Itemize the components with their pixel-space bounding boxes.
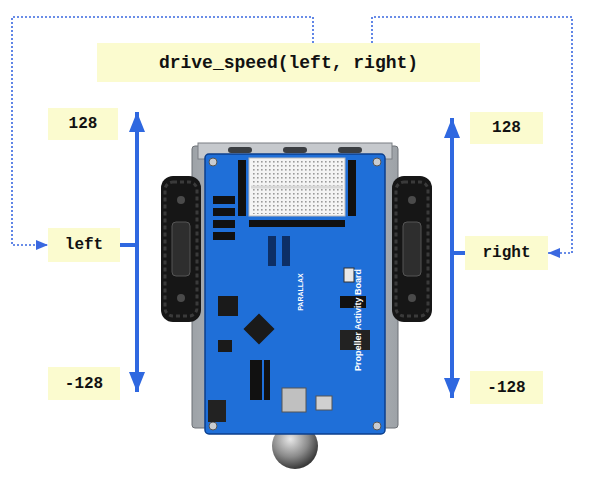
speed-range-arrow xyxy=(120,245,137,392)
wheel-hub xyxy=(172,222,190,276)
usb-port xyxy=(316,396,332,410)
standoff xyxy=(209,422,217,430)
xbee-socket xyxy=(250,360,262,400)
standoff xyxy=(373,158,381,166)
xbee-socket xyxy=(264,360,270,400)
chassis-slot xyxy=(228,147,252,153)
breadboard xyxy=(249,158,345,216)
wheel-hub xyxy=(403,222,421,276)
speed-range-arrow xyxy=(452,118,465,253)
box-text: 128 xyxy=(69,115,98,133)
chassis-slot xyxy=(338,147,362,153)
servo-pins xyxy=(213,196,235,204)
breadboard-holes xyxy=(251,160,343,214)
box-text: 128 xyxy=(492,119,521,137)
wheel-tire xyxy=(161,176,201,322)
header-socket xyxy=(238,160,246,216)
left-wheel xyxy=(161,176,201,322)
box-text: -128 xyxy=(487,379,525,397)
wheel-hole xyxy=(177,294,185,302)
chip xyxy=(218,296,238,316)
box-text: right xyxy=(482,244,530,262)
propeller-chip xyxy=(243,313,274,344)
value-box: right xyxy=(465,236,548,270)
function-box: drive_speed(left, right) xyxy=(97,43,480,82)
box-text: -128 xyxy=(65,375,103,393)
value-box: 128 xyxy=(48,108,118,140)
servo-pins xyxy=(213,232,235,240)
sd-slot xyxy=(282,388,306,412)
standoff xyxy=(373,422,381,430)
header-socket xyxy=(348,160,356,216)
power-jack xyxy=(208,400,226,422)
value-box: 128 xyxy=(470,112,543,144)
wheel-hole xyxy=(408,196,416,204)
reset-button xyxy=(344,268,354,282)
wheel-hole xyxy=(408,294,416,302)
servo-headers xyxy=(213,196,235,240)
chip xyxy=(218,340,232,352)
servo-pins xyxy=(213,208,235,216)
wheel-teeth xyxy=(396,182,428,316)
board-name: Propeller Activity Board xyxy=(353,269,363,371)
header-pins xyxy=(268,236,276,266)
wheel-tire xyxy=(392,176,432,322)
header-pins xyxy=(282,236,290,266)
chassis-slot xyxy=(283,147,307,153)
brand-mark: PARALLAX xyxy=(297,273,304,311)
servo-pins xyxy=(213,220,235,228)
box-text: drive_speed(left, right) xyxy=(159,53,418,73)
right-wheel xyxy=(392,176,432,322)
value-box: -128 xyxy=(470,371,543,404)
speed-range-arrow xyxy=(452,253,465,398)
value-box: -128 xyxy=(48,367,120,400)
standoff xyxy=(209,158,217,166)
breadboard-gap xyxy=(251,186,343,189)
wheel-teeth xyxy=(165,182,197,316)
circuit-board xyxy=(205,154,385,434)
wheel-hole xyxy=(177,196,185,204)
header-socket xyxy=(249,220,345,227)
box-text: left xyxy=(65,236,103,254)
speed-range-arrow xyxy=(120,112,137,245)
value-box: left xyxy=(48,228,120,262)
